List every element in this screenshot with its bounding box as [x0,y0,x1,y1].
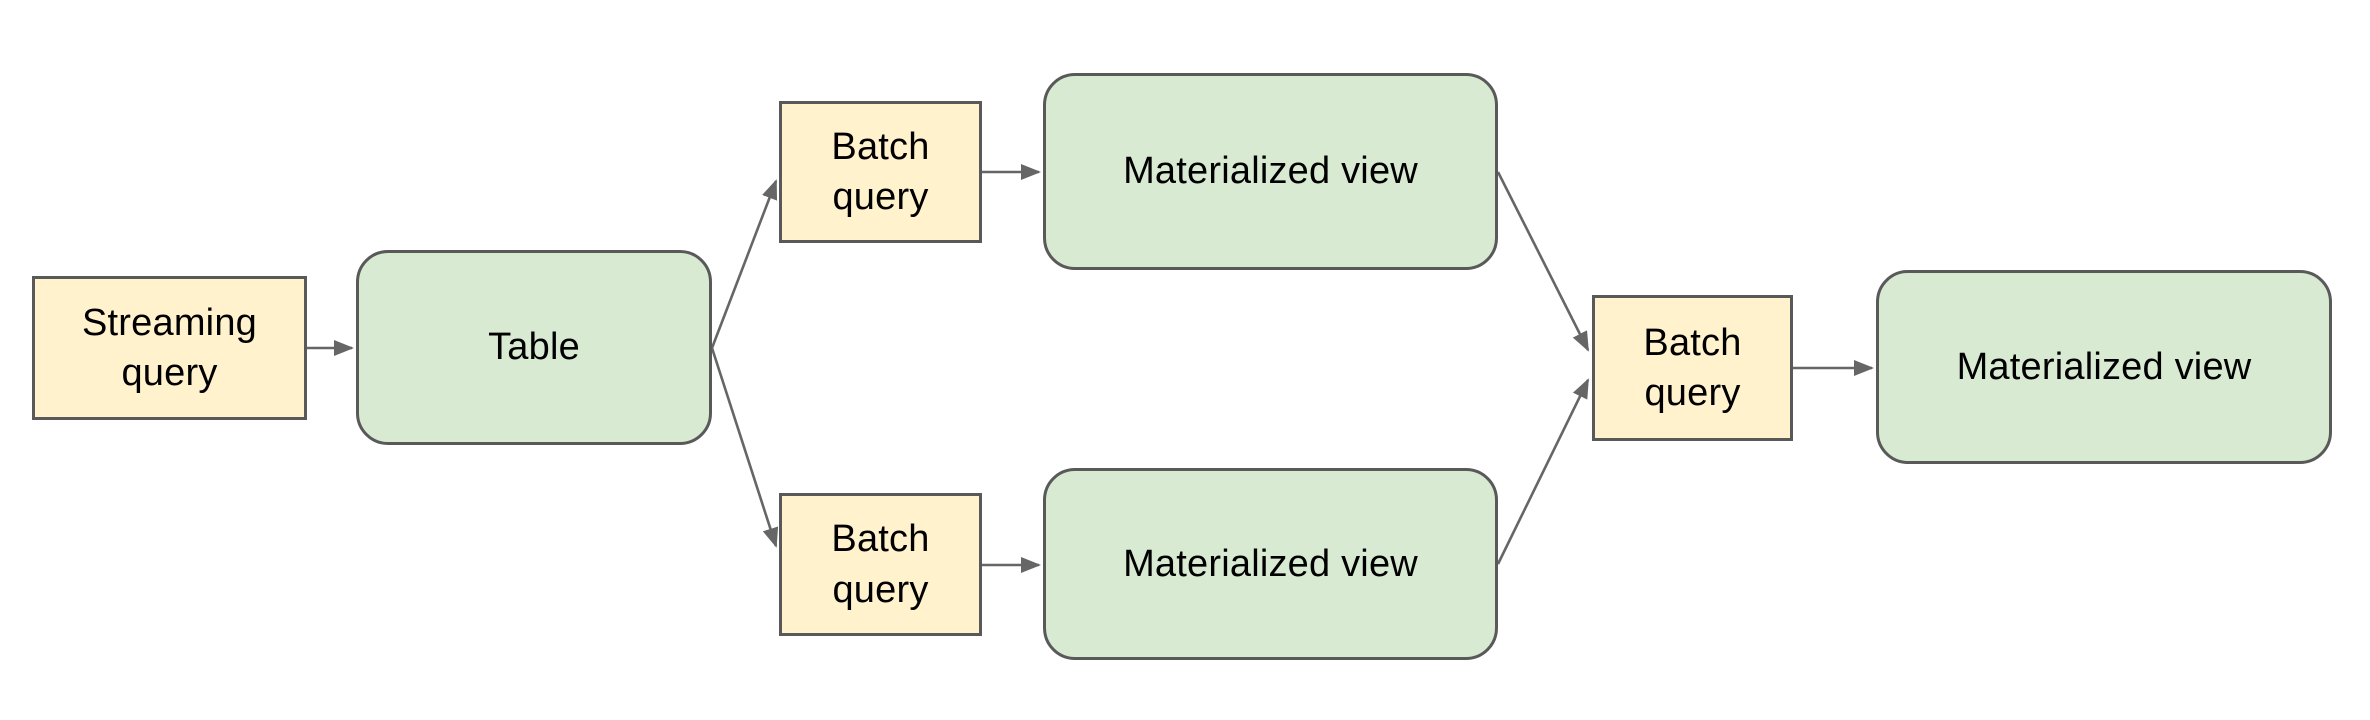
node-materialized-view-final-label: Materialized view [1956,345,2252,388]
node-batch-query-top: Batch query [779,101,982,243]
node-table: Table [356,250,712,445]
node-batch-query-final-label: Batch query [1643,321,1742,414]
node-batch-query-final: Batch query [1592,295,1793,441]
node-materialized-view-top-label: Materialized view [1123,150,1418,193]
node-materialized-view-bottom: Materialized view [1043,468,1498,660]
node-table-label: Table [488,326,580,369]
node-batch-query-top-label: Batch query [831,125,930,218]
node-streaming-query-label: Streaming query [82,301,257,394]
node-materialized-view-top: Materialized view [1043,73,1498,270]
node-materialized-view-bottom-label: Materialized view [1123,542,1418,585]
edge-materialized-view-top-to-batch-query-final [1496,171,1590,352]
node-batch-query-bottom-label: Batch query [831,518,930,611]
node-batch-query-bottom: Batch query [779,493,982,636]
node-streaming-query: Streaming query [32,276,307,420]
node-materialized-view-final: Materialized view [1876,270,2332,464]
edge-table-to-batch-query-bottom [710,347,779,548]
edge-materialized-view-bottom-to-batch-query-final [1496,378,1590,565]
edge-table-to-batch-query-top [710,179,778,349]
